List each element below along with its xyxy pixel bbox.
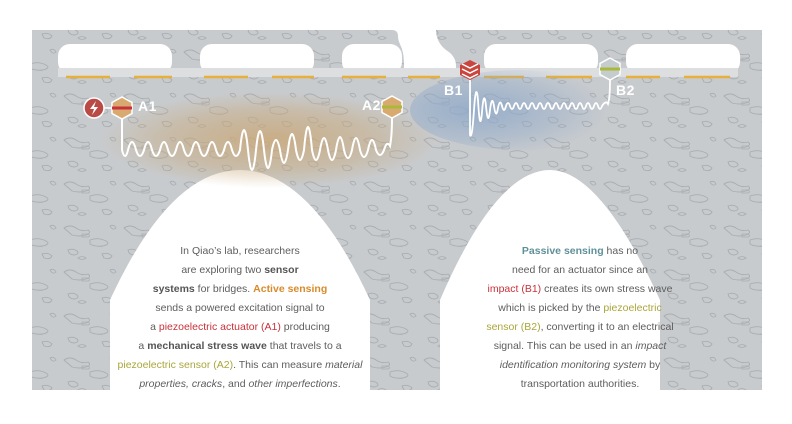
passive-sensing-description: Passive sensing has no need for an actua… [486, 245, 674, 390]
piezo-sensor-hex-icon [381, 95, 403, 119]
lightning-bolt-icon [83, 97, 105, 119]
impact-stress-wave [469, 79, 611, 137]
piezo-sensor-hex-icon [599, 57, 621, 81]
impact-chevrons-icon [460, 60, 480, 80]
active-sensing-description: In Qiao’s lab, researchers are exploring… [117, 245, 363, 390]
active-wave-glow [100, 92, 440, 188]
passive-wave-glow [410, 70, 630, 150]
label-a2: A2 [362, 97, 381, 113]
piezo-actuator-hex-icon [111, 96, 133, 120]
label-b2: B2 [616, 82, 635, 98]
label-b1: B1 [444, 82, 463, 98]
label-a1: A1 [138, 98, 157, 114]
mechanical-stress-wave [121, 117, 393, 171]
